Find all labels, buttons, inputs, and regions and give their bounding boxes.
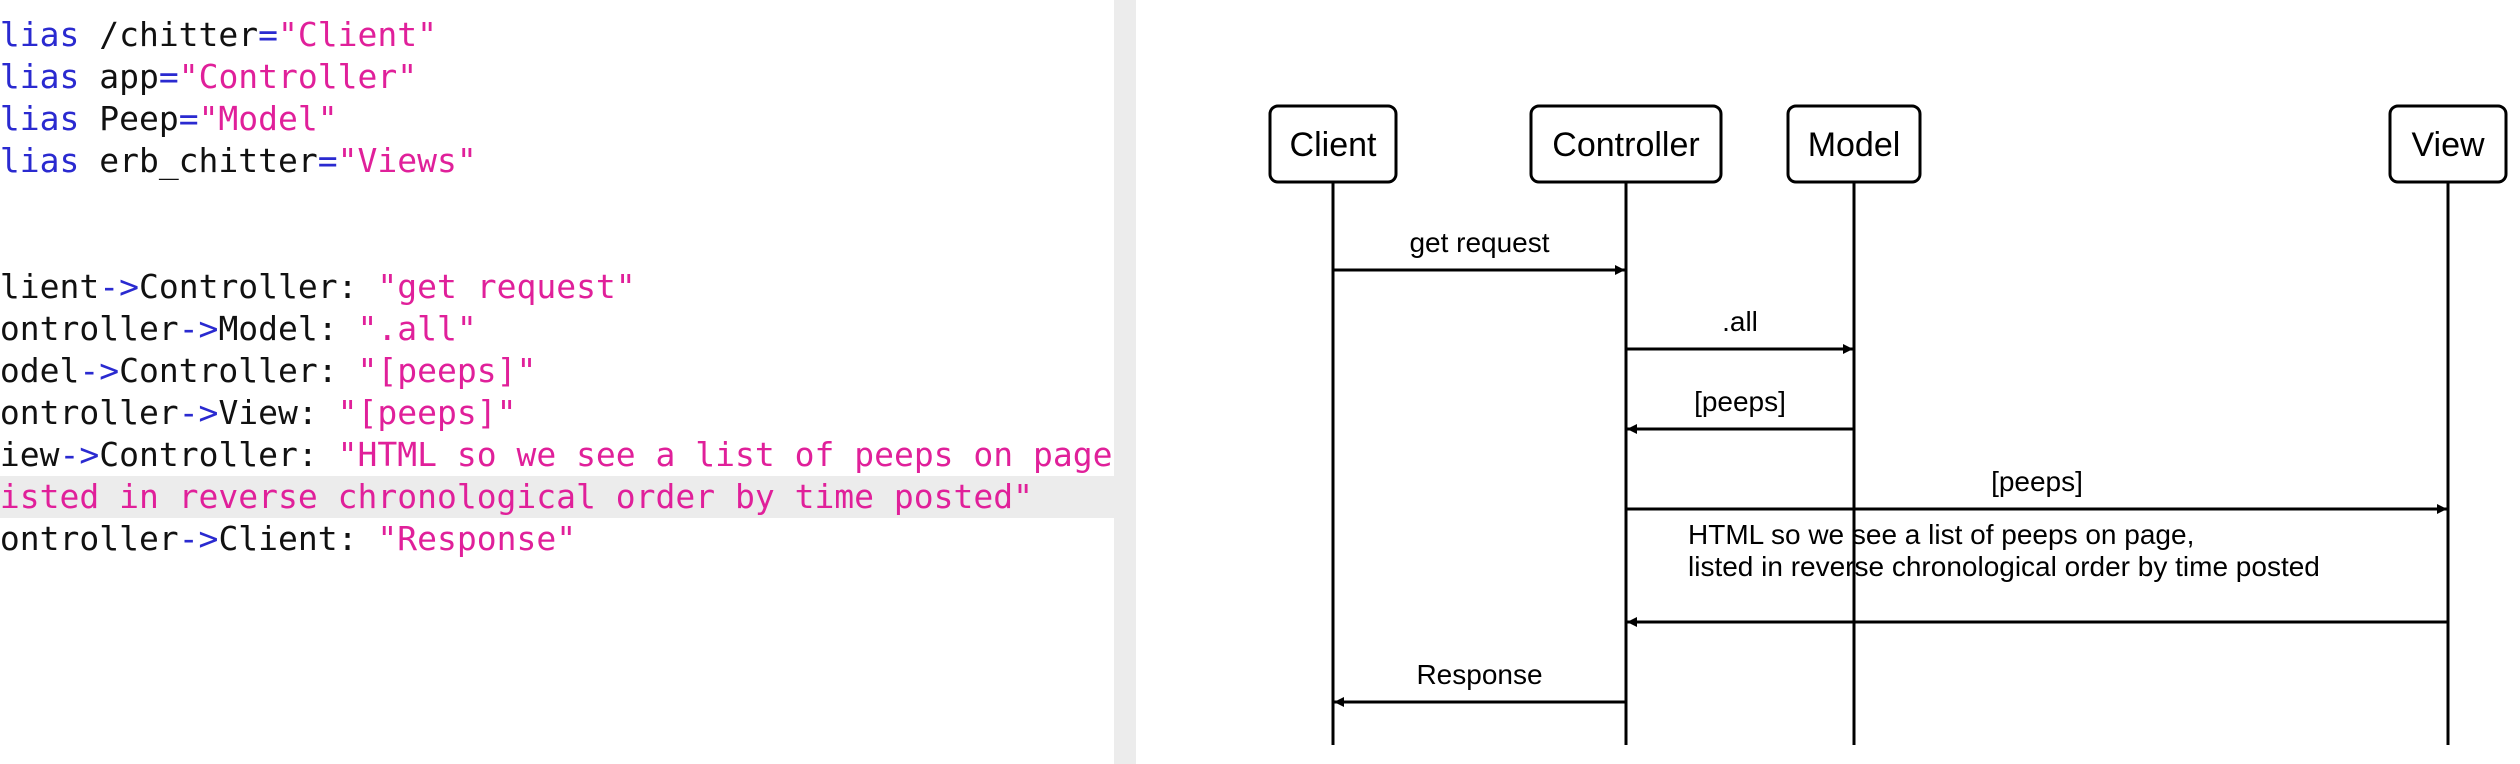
- message-label: listed in reverse chronological order by…: [1688, 551, 2320, 582]
- code-keyword: ->: [59, 435, 100, 474]
- code-line: View->Controller: "HTML so we see a list…: [0, 434, 1114, 476]
- code-text: View: [0, 435, 60, 474]
- code-text: /chitter: [79, 15, 259, 54]
- code-string: "Views": [337, 141, 477, 180]
- code-line: alias /chitter="Client": [0, 14, 437, 56]
- message-3: [peeps]: [1627, 386, 1854, 434]
- code-text: Controller: [0, 519, 179, 558]
- code-line: Controller->Client: "Response": [0, 518, 576, 560]
- code-keyword: alias: [0, 15, 80, 54]
- participant-label: Controller: [1552, 126, 1699, 164]
- code-text: Controller: [0, 393, 179, 432]
- participant-view: View: [2388, 104, 2508, 184]
- code-keyword: ->: [99, 267, 139, 306]
- code-line: alias erb_chitter="Views": [0, 140, 477, 182]
- code-text: Model: [0, 351, 80, 390]
- message-5: HTML so we see a list of peeps on page,l…: [1627, 519, 2448, 627]
- code-string: "HTML so we see a list of peeps on page,: [337, 435, 1114, 474]
- code-line: alias Peep="Model": [0, 98, 338, 140]
- code-keyword: ->: [178, 393, 219, 432]
- message-2: .all: [1626, 306, 1853, 354]
- participant-label: View: [2411, 126, 2485, 164]
- code-keyword: alias: [0, 141, 80, 180]
- sequence-diagram: Client Controller Model View get request .all…: [1268, 104, 2508, 745]
- message-label: .all: [1722, 306, 1758, 337]
- code-line: alias app="Controller": [0, 56, 417, 98]
- code-string: "Controller": [178, 57, 418, 96]
- message-label: Response: [1416, 659, 1542, 690]
- code-keyword: =: [258, 15, 279, 54]
- code-text: Controller:: [138, 267, 378, 306]
- code-text: Controller:: [119, 351, 358, 390]
- code-line: Controller->View: "[peeps]": [0, 392, 516, 434]
- code-text: Controller: [0, 309, 179, 348]
- code-editor[interactable]: alias /chitter="Client"alias app="Contro…: [0, 0, 1114, 764]
- code-text: View:: [218, 393, 338, 432]
- code-keyword: alias: [0, 57, 80, 96]
- message-label: HTML so we see a list of peeps on page,: [1688, 519, 2194, 550]
- code-text: Client:: [218, 519, 378, 558]
- code-line: Client->Controller: "get request": [0, 266, 636, 308]
- code-string: listed in reverse chronological order by…: [0, 477, 1033, 516]
- code-keyword: =: [317, 141, 338, 180]
- diagram-preview: Client Controller Model View get request .all…: [1136, 0, 2520, 764]
- participant-client: Client: [1268, 104, 1398, 184]
- code-string: "[peeps]": [337, 393, 517, 432]
- code-keyword: =: [178, 99, 199, 138]
- participant-label: Client: [1290, 126, 1377, 164]
- message-4: [peeps]: [1626, 466, 2447, 514]
- message-1: get request: [1333, 227, 1625, 275]
- pane-splitter[interactable]: [1114, 0, 1136, 764]
- code-string: "[peeps]": [357, 351, 537, 390]
- message-label: get request: [1409, 227, 1549, 258]
- code-line: listed in reverse chronological order by…: [0, 476, 1033, 518]
- code-text: Controller:: [99, 435, 338, 474]
- code-keyword: =: [158, 57, 179, 96]
- code-text: app: [79, 57, 159, 96]
- code-text: Client: [0, 267, 100, 306]
- code-line: Controller->Model: ".all": [0, 308, 477, 350]
- code-line: Model->Controller: "[peeps]": [0, 350, 536, 392]
- participant-label: Model: [1808, 126, 1901, 164]
- code-text: erb_chitter: [79, 141, 318, 180]
- code-string: "Response": [377, 519, 577, 558]
- code-string: ".all": [357, 309, 477, 348]
- code-text: Model:: [218, 309, 358, 348]
- code-string: "get request": [377, 267, 636, 306]
- message-6: Response: [1334, 659, 1626, 707]
- code-keyword: ->: [79, 351, 120, 390]
- code-text: Peep: [79, 99, 179, 138]
- code-keyword: ->: [178, 519, 219, 558]
- current-line-highlight: [0, 476, 1114, 518]
- message-label: [peeps]: [1991, 466, 2083, 497]
- code-keyword: ->: [178, 309, 219, 348]
- participant-controller: Controller: [1529, 104, 1723, 184]
- participant-model: Model: [1786, 104, 1922, 184]
- code-keyword: alias: [0, 99, 80, 138]
- code-string: "Model": [198, 99, 338, 138]
- code-string: "Client": [278, 15, 437, 54]
- message-label: [peeps]: [1694, 386, 1786, 417]
